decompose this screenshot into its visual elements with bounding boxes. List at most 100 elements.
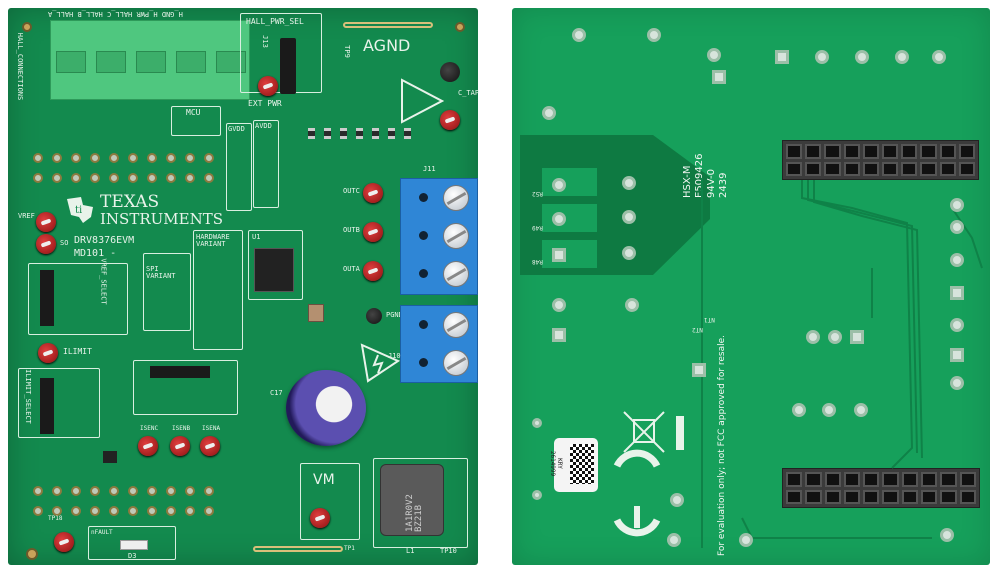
label-code2: KRY: [555, 458, 563, 469]
pgnd-test-point[interactable]: [366, 308, 382, 324]
vref-label: VREF: [18, 212, 35, 220]
hall-pin-pad: [775, 50, 789, 64]
outb-label: OUTB: [343, 226, 360, 234]
so-label: SO: [60, 239, 69, 247]
tp10-label: TP10: [440, 547, 457, 555]
ti-logo-icon: ti: [67, 197, 93, 223]
c-tap-label: C_TAP: [458, 89, 480, 97]
board-name: DRV8376EVM: [74, 235, 135, 246]
evm-board-front: H_GND H_PWR HALL_C HALL_B HALL_A HALL_CO…: [8, 8, 480, 565]
variant-jumper-box: [133, 360, 238, 415]
inductor-marking: 1A1R0V2 BZ21B: [405, 494, 424, 532]
ic-u3: [103, 451, 117, 463]
hardware-variant-label: HARDWARE VARIANT: [196, 233, 230, 248]
capacitor-c2: [308, 304, 324, 322]
hot-surface-warning-icon: [401, 78, 444, 124]
outc-test-point[interactable]: [363, 183, 383, 203]
outa-test-point[interactable]: [363, 261, 383, 281]
pad-area: [542, 240, 597, 268]
isenb-test-point[interactable]: [170, 436, 190, 456]
board-revision: MD101 -: [74, 248, 117, 259]
tp1-wire-loop[interactable]: [253, 546, 343, 552]
l1-box: [373, 458, 468, 548]
resistor-row: [308, 128, 411, 139]
avdd-label: AVDD: [255, 122, 272, 130]
u1-label: U1: [252, 233, 261, 241]
hall-connections-label: HALL_CONNECTIONS: [16, 32, 25, 101]
mounting-hole: [455, 22, 465, 32]
jumper-j13[interactable]: [280, 38, 296, 94]
weee-crossed-bin-icon: [623, 411, 684, 453]
fcc-disclaimer: For evaluation only; not FCC approved fo…: [717, 334, 727, 556]
serial-label: 2614999 KRY: [549, 438, 598, 492]
isena-label: ISENA: [202, 425, 221, 432]
vm-box: [300, 463, 360, 540]
spi-variant-box: [143, 253, 191, 331]
inductor-l1: 1A1R0V2 BZ21B: [380, 464, 444, 536]
launchpad-header-top: [782, 140, 979, 180]
pin-header-row: [33, 486, 214, 496]
tp9-wire-loop[interactable]: [343, 22, 433, 28]
agnd-label: AGND: [363, 36, 411, 55]
gvdd-label: GVDD: [228, 125, 245, 133]
c17-label: C17: [270, 389, 283, 397]
nfault-box: [88, 526, 176, 560]
spi-variant-label: SPI VARIANT: [146, 265, 176, 280]
pin-header-row: [33, 506, 214, 516]
so-test-point[interactable]: [36, 234, 56, 254]
mcu-label: MCU: [186, 108, 201, 117]
power-terminal-j10[interactable]: [400, 305, 478, 383]
hardware-variant-box: [193, 230, 243, 350]
j10-label: J10: [388, 352, 401, 360]
vm-test-point[interactable]: [310, 508, 330, 528]
l1-label: L1: [406, 547, 415, 555]
evm-board-back: R52 R49 R48 HSX-M E509426 94V-0 2439: [512, 8, 990, 565]
ilimit-label: ILIMIT: [63, 347, 92, 356]
vm-label: VM: [313, 472, 335, 488]
j11-label: J11: [423, 165, 436, 173]
u1-box: [248, 230, 303, 300]
pad-area: [542, 204, 597, 232]
motor-driver-ic: [254, 248, 294, 292]
tp18-test-point[interactable]: [54, 532, 74, 552]
hall-pwr-sel-label: HALL_PWR_SEL: [246, 17, 304, 26]
isena-test-point[interactable]: [200, 436, 220, 456]
nfault-label: nFAULT: [91, 529, 113, 536]
isenc-label: ISENC: [140, 425, 159, 432]
ce-mark-icon: [613, 449, 661, 537]
d3-label: D3: [128, 552, 137, 560]
agnd-test-point[interactable]: [440, 62, 460, 82]
pad-area: [542, 168, 597, 196]
pin-header-row: [33, 173, 214, 183]
jumper-j2[interactable]: [40, 270, 54, 326]
hall-header-labels: H_GND H_PWR HALL_C HALL_B HALL_A: [48, 10, 183, 18]
outb-test-point[interactable]: [363, 222, 383, 242]
gvdd-box: [226, 123, 252, 211]
launchpad-header-bottom: [782, 468, 980, 508]
brand-line2: INSTRUMENTS: [100, 210, 223, 228]
hall-terminal-block: [50, 20, 250, 100]
svg-text:ti: ti: [75, 205, 82, 216]
vref-select-box: [28, 263, 128, 335]
ilimit-select-label: ILIMIT_SELECT: [23, 369, 32, 424]
ilimit-test-point[interactable]: [38, 343, 58, 363]
pgnd-label: PGND: [386, 311, 403, 319]
mounting-hole: [22, 22, 32, 32]
tp9-label: TP9: [342, 45, 351, 58]
outc-label: OUTC: [343, 187, 360, 195]
ext-pwr-test-point[interactable]: [258, 76, 278, 96]
nt2-label: NT2: [692, 326, 703, 333]
ilimit-select-box: [18, 368, 100, 438]
outa-label: OUTA: [343, 265, 360, 273]
motor-terminal-j11[interactable]: [400, 178, 478, 295]
pin-header-row: [33, 153, 214, 163]
nt1-label: NT1: [704, 316, 715, 323]
isenc-test-point[interactable]: [138, 436, 158, 456]
vref-test-point[interactable]: [36, 212, 56, 232]
fault-led-d3: [120, 540, 148, 550]
variant-jumper-header[interactable]: [150, 366, 210, 378]
ext-pwr-label: EXT PWR: [248, 99, 282, 108]
jumper-j4[interactable]: [40, 378, 54, 434]
c-tap-test-point[interactable]: [440, 110, 460, 130]
brand-line1: TEXAS: [100, 192, 160, 212]
